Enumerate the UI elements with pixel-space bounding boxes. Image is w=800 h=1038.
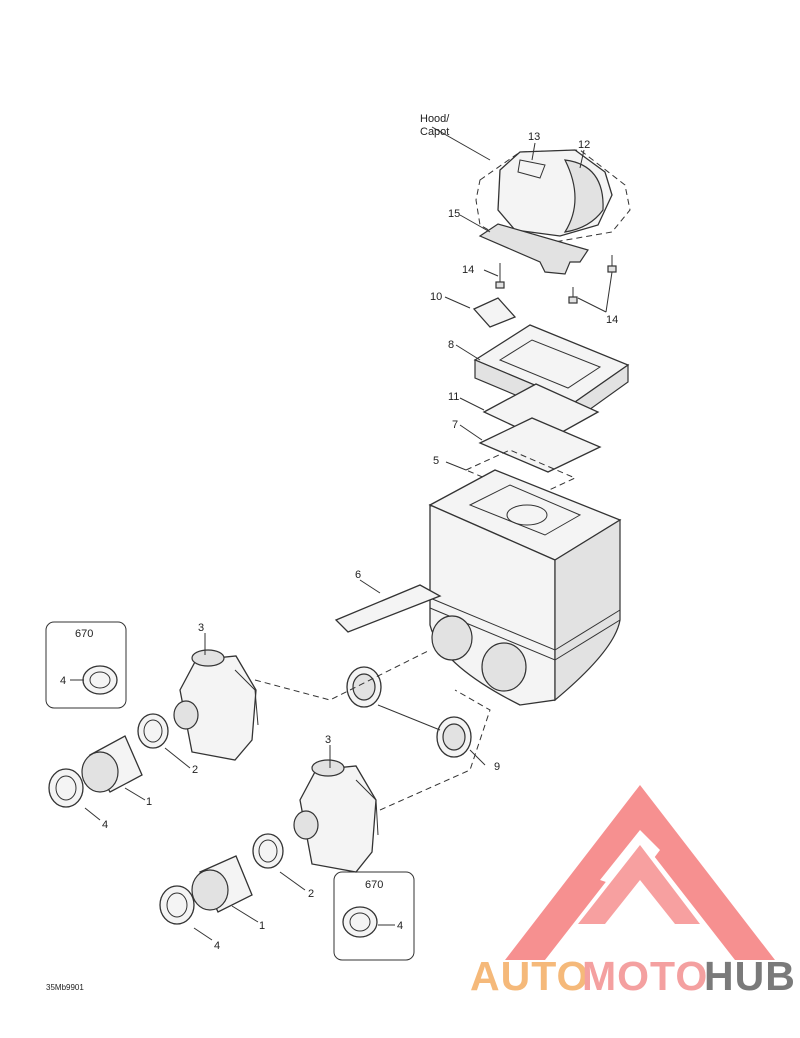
sleeve-1-upper [81,735,143,793]
callout-2-upper: 2 [192,764,198,776]
clamp-2-upper [137,713,169,749]
callout-7: 7 [452,419,458,431]
callout-6: 6 [355,569,361,581]
carburetor-upper [173,649,259,761]
callout-9: 9 [494,761,500,773]
air-silencer-box [428,469,622,706]
callout-10: 10 [430,291,442,303]
callout-14-right: 14 [606,314,618,326]
callout-5: 5 [433,455,439,467]
variant-box-bottom [333,871,415,961]
drawing-code: 35Mb9901 [46,983,84,992]
variant-label-bottom: 670 [365,879,383,891]
watermark-auto: AUTO [470,953,589,999]
label-plate-10 [472,297,517,328]
leader-lines [70,126,613,941]
assembly-line-a [254,649,431,701]
callout-4-lower: 4 [214,940,220,952]
hood-label-line2: Capot [420,126,449,138]
strap-6 [334,584,442,633]
callout-15: 15 [448,208,460,220]
variant-box-top [45,621,127,709]
callout-3-upper: 3 [198,622,204,634]
callout-12: 12 [578,139,590,151]
callout-14-left: 14 [462,264,474,276]
watermark-moto: MOTO [582,953,708,999]
callout-2-lower: 2 [308,888,314,900]
clamp-2-lower [252,833,284,869]
hood-outline [475,149,631,249]
variant-label-top: 670 [75,628,93,640]
callout-8: 8 [448,339,454,351]
sleeve-1-lower [191,855,253,913]
bracket-15 [478,223,589,275]
automotohub-logo [505,785,775,960]
clamp-top-box [82,665,118,695]
callout-4-upper: 4 [102,819,108,831]
callout-13: 13 [528,131,540,143]
callout-1-upper: 1 [146,796,152,808]
hood-label-line1: Hood/ [420,113,450,125]
callout-4-box-top: 4 [60,675,66,687]
callout-4-box-bottom: 4 [397,920,403,932]
assembly-line-b [379,689,491,811]
adaptor-rings-9 [346,666,472,758]
filter-layer-7 [478,417,602,473]
clamp-4-lower [159,885,195,925]
carburetor-lower [293,759,379,873]
air-intake-silencer-cover [497,149,613,237]
callout-1-lower: 1 [259,920,265,932]
clamp-bottom-box [342,906,378,938]
watermark-hub: HUB [704,953,796,999]
assembly-line-c [377,704,441,731]
callout-11: 11 [448,391,459,403]
callout-3-lower: 3 [325,734,331,746]
clamp-4-upper [48,768,84,808]
